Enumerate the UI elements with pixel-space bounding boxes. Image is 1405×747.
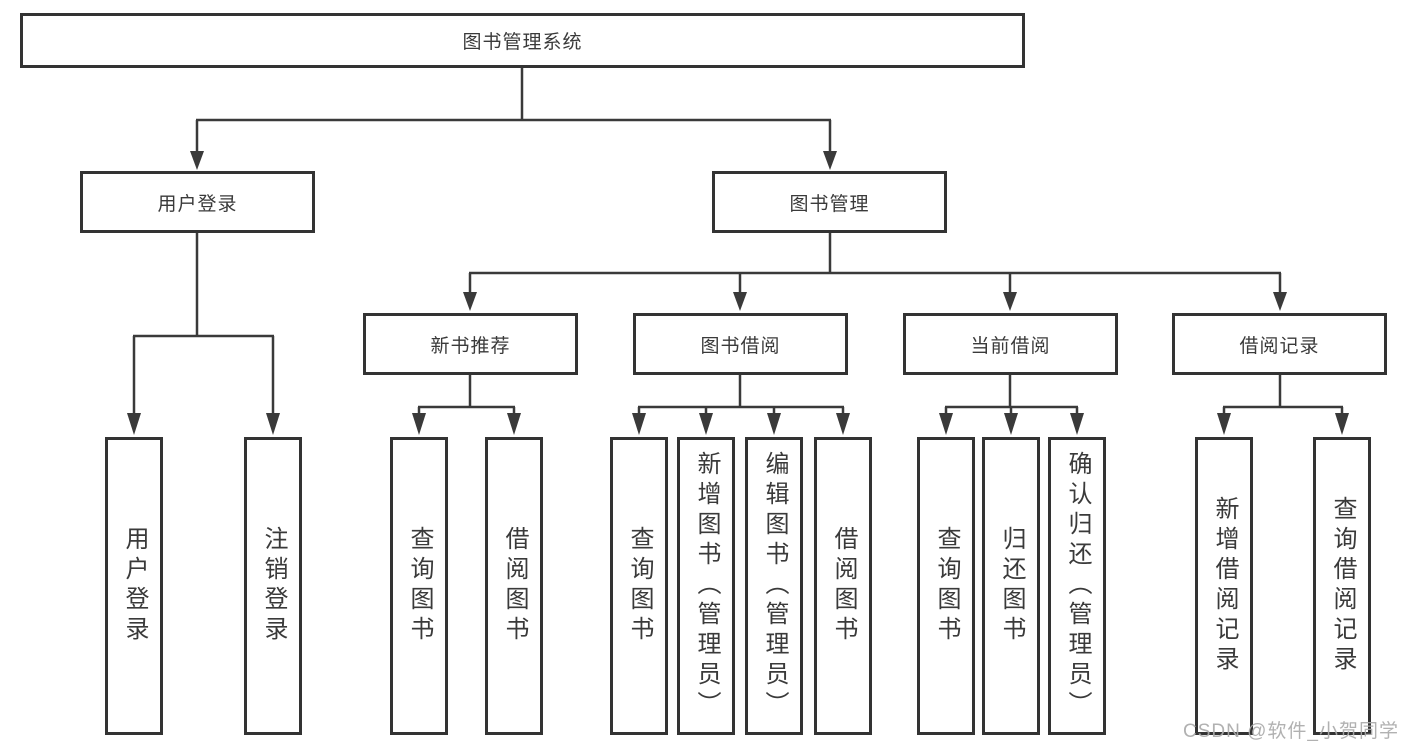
leaf-user-login: 用户登录 [105,437,163,735]
leaf-borrow-books-2-label: 借阅图书 [830,526,857,646]
leaf-query-borrow-record-label: 查询借阅记录 [1329,496,1356,676]
node-book-management: 图书管理 [712,171,947,233]
node-root-label: 图书管理系统 [462,32,583,53]
leaf-add-books-admin: 新增图书（管理员） [677,437,735,735]
node-current-borrowing-label: 当前借阅 [970,335,1051,357]
leaf-query-books-3-label: 查询图书 [933,526,960,646]
node-borrowing-records-label: 借阅记录 [1239,335,1320,357]
leaf-borrow-books-1-label: 借阅图书 [501,526,528,646]
leaf-confirm-return-admin-label: 确认归还（管理员） [1064,451,1091,721]
leaf-return-books-label: 归还图书 [998,526,1025,646]
node-borrowing-records: 借阅记录 [1172,313,1387,375]
node-current-borrowing: 当前借阅 [903,313,1118,375]
leaf-edit-books-admin: 编辑图书（管理员） [745,437,803,735]
node-book-borrowing: 图书借阅 [633,313,848,375]
leaf-query-books-1-label: 查询图书 [406,526,433,646]
node-new-book-recommendation: 新书推荐 [363,313,578,375]
node-user-login-label: 用户登录 [157,193,238,215]
leaf-query-books-1: 查询图书 [390,437,448,735]
leaf-borrow-books-1: 借阅图书 [485,437,543,735]
csdn-watermark: CSDN @软件_小贺同学 [1183,721,1399,742]
node-book-management-label: 图书管理 [789,193,870,215]
leaf-query-books-2-label: 查询图书 [626,526,653,646]
leaf-add-borrow-record-label: 新增借阅记录 [1211,496,1238,676]
leaf-logout: 注销登录 [244,437,302,735]
leaf-add-borrow-record: 新增借阅记录 [1195,437,1253,735]
leaf-borrow-books-2: 借阅图书 [814,437,872,735]
leaf-add-books-admin-label: 新增图书（管理员） [693,451,720,721]
leaf-query-books-2: 查询图书 [610,437,668,735]
leaf-edit-books-admin-label: 编辑图书（管理员） [761,451,788,721]
leaf-return-books: 归还图书 [982,437,1040,735]
node-book-borrowing-label: 图书借阅 [700,335,781,357]
leaf-logout-label: 注销登录 [260,526,287,646]
node-root: 图书管理系统 [20,13,1025,68]
leaf-user-login-label: 用户登录 [121,526,148,646]
node-new-book-recommendation-label: 新书推荐 [430,335,511,357]
node-user-login: 用户登录 [80,171,315,233]
leaf-query-books-3: 查询图书 [917,437,975,735]
leaf-query-borrow-record: 查询借阅记录 [1313,437,1371,735]
leaf-confirm-return-admin: 确认归还（管理员） [1048,437,1106,735]
